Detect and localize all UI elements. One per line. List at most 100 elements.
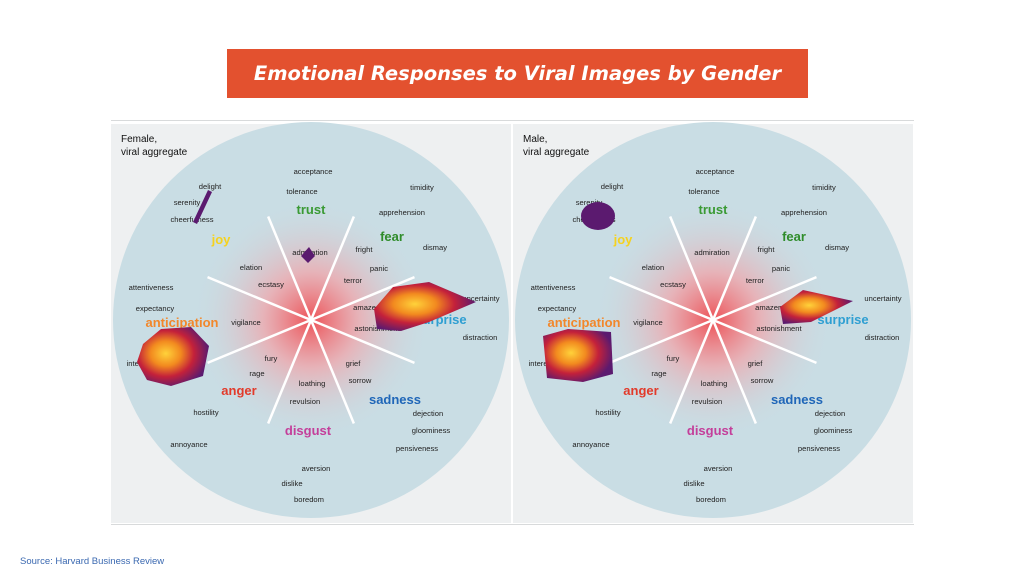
term-panic: panic: [772, 264, 790, 273]
emotion-anticipation: anticipation: [146, 315, 219, 330]
term-rage: rage: [651, 369, 666, 378]
term-elation: elation: [240, 263, 262, 272]
response-blob-trust: [301, 247, 315, 263]
term-cheerfulness: cheerfulness: [170, 215, 213, 224]
response-blob-surprise: [374, 282, 476, 331]
term-astonishment: astonishment: [756, 324, 802, 333]
wheel-spoke: [668, 319, 715, 424]
term-sorrow: sorrow: [751, 376, 774, 385]
term-delight: delight: [199, 182, 222, 191]
term-amazement: amazement: [755, 303, 796, 312]
term-ecstasy: ecstasy: [258, 280, 284, 289]
term-pensiveness: pensiveness: [396, 444, 438, 453]
term-gloominess: gloominess: [814, 426, 853, 435]
term-delight: delight: [601, 182, 624, 191]
wheel-spoke: [266, 216, 313, 321]
emotion-sadness: sadness: [369, 392, 421, 407]
term-uncertainty: uncertainty: [864, 294, 901, 303]
term-timidity: timidity: [410, 183, 434, 192]
term-tolerance: tolerance: [286, 187, 317, 196]
term-grief: grief: [748, 359, 764, 368]
term-dislike: dislike: [683, 479, 704, 488]
term-fury: fury: [265, 354, 278, 363]
term-elation: elation: [642, 263, 664, 272]
term-fury: fury: [667, 354, 680, 363]
emotion-joy: joy: [211, 232, 232, 247]
response-blob-joy: [193, 190, 212, 224]
term-dismay: dismay: [423, 243, 447, 252]
term-ecstasy: ecstasy: [660, 280, 686, 289]
term-vigilance: vigilance: [231, 318, 261, 327]
term-hostility: hostility: [193, 408, 219, 417]
term-boredom: boredom: [696, 495, 726, 504]
wheel-spoke: [668, 216, 715, 321]
term-serenity: serenity: [576, 198, 603, 207]
term-aversion: aversion: [302, 464, 331, 473]
term-panic: panic: [370, 264, 388, 273]
emotion-fear: fear: [782, 229, 806, 244]
emotion-disgust: disgust: [687, 423, 734, 438]
wheel-spoke: [310, 318, 415, 365]
term-rage: rage: [249, 369, 264, 378]
wheel-spoke: [309, 319, 356, 424]
term-apprehension: apprehension: [379, 208, 425, 217]
term-distraction: distraction: [865, 333, 900, 342]
term-hostility: hostility: [595, 408, 621, 417]
panel-heading: Male,viral aggregate: [523, 134, 590, 158]
term-fright: fright: [356, 245, 374, 254]
term-sorrow: sorrow: [349, 376, 372, 385]
term-loathing: loathing: [299, 379, 326, 388]
response-blob-anticipation: [543, 329, 613, 382]
wheel-spoke: [711, 319, 758, 424]
emotion-trust: trust: [297, 202, 327, 217]
wheel-spoke: [609, 318, 714, 365]
term-loathing: loathing: [701, 379, 728, 388]
emotion-disgust: disgust: [285, 423, 332, 438]
wheel-spoke: [711, 216, 758, 321]
term-expectancy: expectancy: [538, 304, 577, 313]
term-grief: grief: [346, 359, 362, 368]
response-blob-joy: [581, 202, 615, 230]
term-terror: terror: [746, 276, 765, 285]
term-pensiveness: pensiveness: [798, 444, 840, 453]
female-emotion-wheel: Female,viral aggregate acceptance toleranc…: [113, 122, 509, 518]
term-uncertainty: uncertainty: [462, 294, 499, 303]
emotion-anticipation: anticipation: [548, 315, 621, 330]
wheel-spoke: [712, 275, 817, 322]
wheel-spoke: [207, 318, 312, 365]
female-panel: Female,viral aggregate acceptance toleranc…: [111, 122, 511, 523]
term-terror: terror: [344, 276, 363, 285]
response-blob-anticipation: [137, 327, 209, 386]
response-blob-surprise: [780, 290, 853, 324]
emotion-sadness: sadness: [771, 392, 823, 407]
wheel-spoke: [609, 275, 714, 322]
term-distraction: distraction: [463, 333, 498, 342]
term-acceptance: acceptance: [696, 167, 735, 176]
term-apprehension: apprehension: [781, 208, 827, 217]
term-revulsion: revulsion: [290, 397, 320, 406]
term-acceptance: acceptance: [294, 167, 333, 176]
term-serenity: serenity: [174, 198, 201, 207]
emotion-trust: trust: [699, 202, 729, 217]
page-title: Emotional Responses to Viral Images by G…: [253, 62, 782, 85]
panel-heading: Female,viral aggregate: [121, 134, 188, 158]
emotion-joy: joy: [613, 232, 634, 247]
wheel-spoke: [712, 318, 817, 365]
term-annoyance: annoyance: [572, 440, 609, 449]
term-vigilance: vigilance: [633, 318, 663, 327]
male-emotion-wheel: Male,viral aggregateacceptancetolerancea…: [515, 122, 911, 518]
term-dejection: dejection: [413, 409, 443, 418]
term-attentiveness: attentiveness: [129, 283, 174, 292]
emotion-fear: fear: [380, 229, 404, 244]
term-aversion: aversion: [704, 464, 733, 473]
panel-bottom-border: [111, 524, 914, 525]
term-boredom: boredom: [294, 495, 324, 504]
term-fright: fright: [758, 245, 776, 254]
emotion-anger: anger: [623, 383, 658, 398]
term-dejection: dejection: [815, 409, 845, 418]
wheel-spoke: [266, 319, 313, 424]
term-admiration: admiration: [694, 248, 729, 257]
term-amazement: amazement: [353, 303, 394, 312]
term-dismay: dismay: [825, 243, 849, 252]
